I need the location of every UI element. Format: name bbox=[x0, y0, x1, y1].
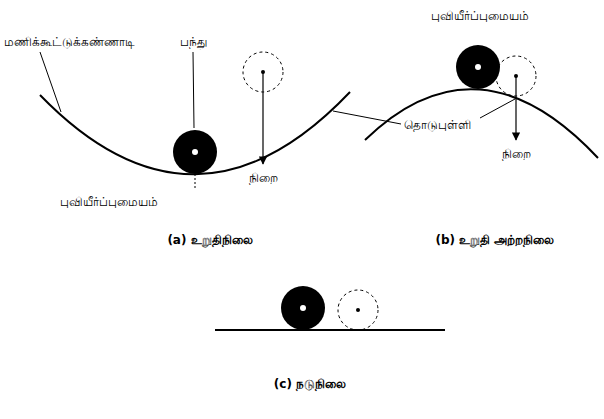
displaced-centre-dot bbox=[356, 308, 360, 312]
leader-line bbox=[193, 52, 194, 128]
force-label: நிறை bbox=[249, 170, 278, 186]
part-label: புவியீர்ப்புமையம் bbox=[60, 194, 158, 210]
centre-of-gravity-dot bbox=[192, 149, 198, 155]
panel-caption: (a) உறுதிநிலை bbox=[167, 232, 252, 248]
flat-surface bbox=[215, 329, 445, 331]
centre-of-gravity-dot bbox=[475, 64, 481, 70]
centre-of-gravity-dot bbox=[300, 305, 306, 311]
ball bbox=[456, 45, 500, 89]
panel-caption: (b) உறுதி அற்றநிலை bbox=[436, 232, 555, 248]
leader-line bbox=[40, 52, 61, 112]
leader-line bbox=[480, 99, 515, 118]
part-label: தொடுபுள்ளி bbox=[404, 117, 471, 133]
force-label: நிறை bbox=[502, 146, 531, 162]
panel-caption: (c) நடுநிலை bbox=[274, 376, 346, 392]
watch-glass-concave bbox=[40, 92, 350, 174]
part-label: பந்து bbox=[180, 34, 207, 50]
leader-line bbox=[333, 111, 401, 124]
vertical-dotted-line bbox=[195, 158, 196, 190]
part-label: மணிக்கூட்டுக்கண்ணாடி bbox=[4, 34, 135, 50]
displaced-ball bbox=[338, 290, 378, 330]
weight-arrow bbox=[515, 76, 516, 140]
part-label: புவியீர்ப்புமையம் bbox=[431, 8, 529, 24]
ball bbox=[281, 286, 325, 330]
weight-arrow bbox=[262, 72, 263, 164]
